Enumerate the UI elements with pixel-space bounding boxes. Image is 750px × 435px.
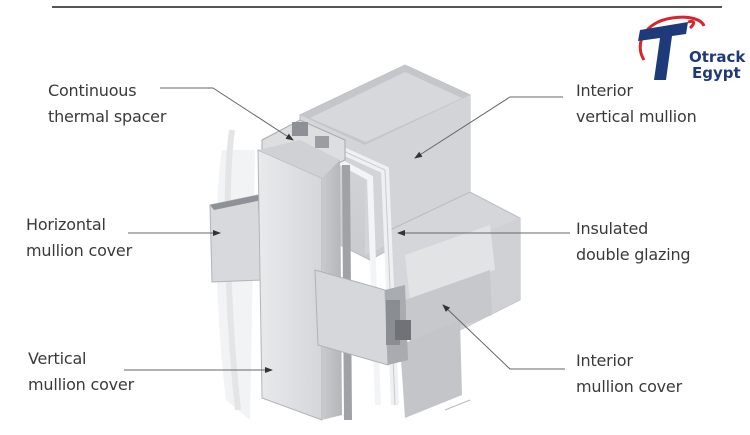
label-line-2: mullion cover [28,375,134,394]
label-line-2: double glazing [576,245,691,264]
logo-line-1: Otrack [689,48,746,66]
label-line-1: Interior [576,351,633,370]
logo-line-2: Egypt [692,64,741,82]
label-line-1: Vertical [28,349,87,368]
label-line-2: mullion cover [576,377,682,396]
top-rule [52,6,722,8]
label-insulated-double-glazing: Insulated double glazing [576,216,691,268]
label-line-1: Horizontal [26,215,106,234]
label-line-1: Continuous [48,81,137,100]
label-interior-mullion-cover: Interior mullion cover [576,348,682,400]
label-horizontal-mullion-cover: Horizontal mullion cover [26,212,132,264]
label-line-2: mullion cover [26,241,132,260]
label-line-2: thermal spacer [48,107,167,126]
label-line-1: Interior [576,81,633,100]
label-line-1: Insulated [576,219,649,238]
otrack-egypt-logo: Otrack Egypt [632,14,750,84]
logo-t-mark-icon [638,15,706,80]
label-continuous-thermal-spacer: Continuous thermal spacer [48,78,166,130]
label-vertical-mullion-cover: Vertical mullion cover [28,346,134,398]
label-line-2: vertical mullion [576,107,697,126]
label-interior-vertical-mullion: Interior vertical mullion [576,78,697,130]
